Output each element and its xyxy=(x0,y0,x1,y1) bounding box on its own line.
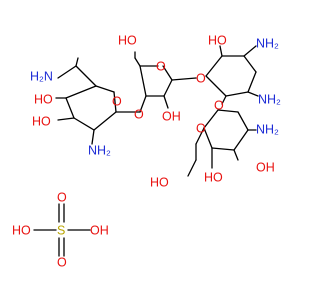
hydroxyl-label: HO xyxy=(34,92,53,106)
amine-label: NH₂ xyxy=(88,143,111,157)
sulfate-oxygen-label: O xyxy=(57,190,67,204)
ring-oxygen-label: O xyxy=(196,121,206,135)
amine-label: H₂N xyxy=(30,69,53,83)
sulfur-label: S xyxy=(57,223,65,237)
hydroxyl-label: HO xyxy=(32,114,51,128)
amine-label: NH₂ xyxy=(258,92,281,106)
amine-label: NH₂ xyxy=(256,122,279,136)
sulfate-hydroxyl-label: OH xyxy=(90,223,109,237)
sulfate-hydroxyl-label: HO xyxy=(12,223,31,237)
hydroxyl-label: HO xyxy=(150,175,169,189)
ether-oxygen-label: O xyxy=(134,107,144,121)
right-cyclohexane-ring xyxy=(205,45,259,105)
hydroxyl-label: HO xyxy=(118,33,137,47)
left-pyranose-ring xyxy=(55,57,141,145)
molecule-canvas: H₂N HO HO O NH₂ O HO O OH O HO NH₂ NH₂ O… xyxy=(12,33,281,269)
sulfate-oxygen-label: O xyxy=(57,255,67,269)
bottom-pyranose-ring xyxy=(187,109,257,177)
ether-oxygen-label: O xyxy=(214,98,224,112)
ring-oxygen-label: O xyxy=(156,59,166,73)
hydroxyl-label: HO xyxy=(204,170,223,184)
sulfuric-acid xyxy=(33,203,91,257)
hydroxyl-label: OH xyxy=(256,160,275,174)
ring-oxygen-label: O xyxy=(112,94,122,108)
ether-oxygen-label: O xyxy=(196,71,206,85)
hydroxyl-label: HO xyxy=(208,33,227,47)
structure-diagram: H₂N HO HO O NH₂ O HO O OH O HO NH₂ NH₂ O… xyxy=(12,33,281,269)
central-furanose-ring xyxy=(134,51,197,113)
hydroxyl-label: OH xyxy=(162,109,181,123)
amine-label: NH₂ xyxy=(256,36,279,50)
